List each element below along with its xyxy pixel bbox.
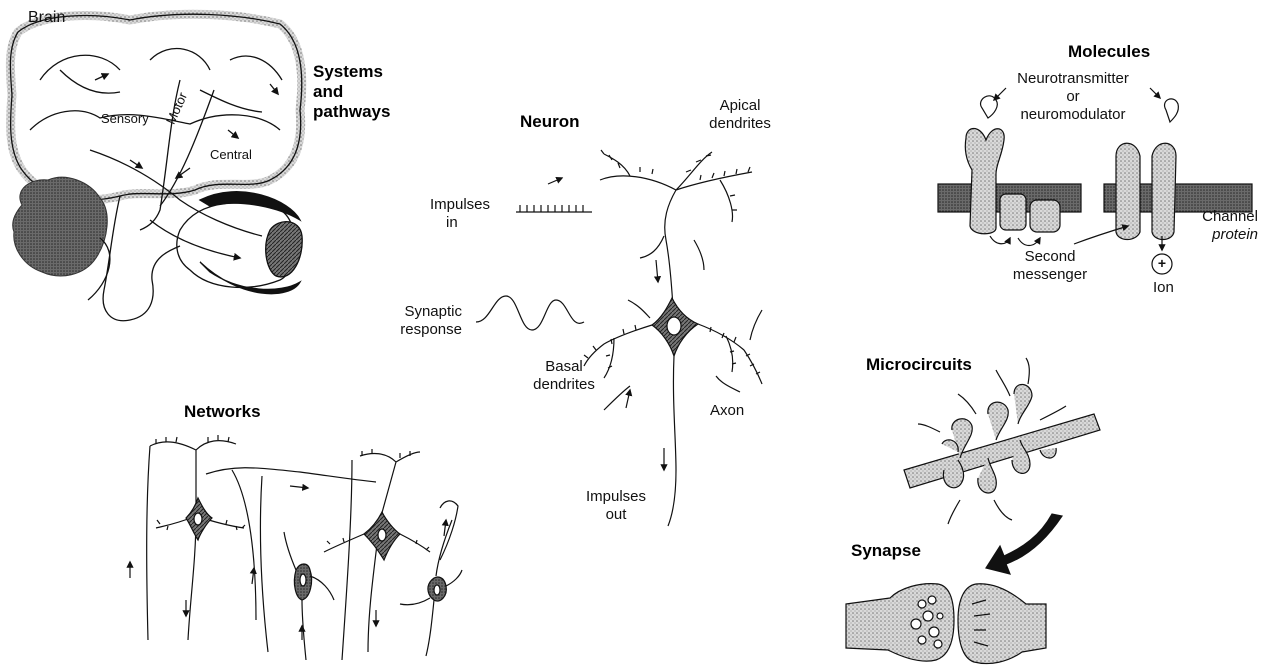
- channel-label-line1: Channel: [1180, 208, 1258, 225]
- messenger-label-line2: messenger: [1000, 266, 1100, 283]
- vesicle: [923, 611, 933, 621]
- synaptic-label-line1: Synaptic: [372, 303, 462, 320]
- ion-symbol: +: [1154, 255, 1170, 272]
- brainstem: [103, 196, 180, 321]
- presynaptic-terminal: [846, 584, 954, 661]
- channel-right: [1152, 143, 1176, 239]
- synapse-heading: Synapse: [851, 541, 921, 560]
- vesicle: [918, 636, 926, 644]
- neuron-figure: [476, 150, 762, 526]
- synapse-figure: [846, 584, 1046, 664]
- postsynaptic-terminal: [958, 584, 1046, 664]
- systems-heading-line2: and: [313, 82, 343, 101]
- network-figure: [130, 435, 462, 660]
- microcircuits-heading: Microcircuits: [866, 355, 972, 374]
- receptor: [965, 129, 1004, 234]
- systems-heading-line3: pathways: [313, 102, 390, 121]
- axon-label: Axon: [710, 402, 744, 419]
- vesicle: [928, 596, 936, 604]
- basal-label-line2: dendrites: [524, 376, 604, 393]
- vesicle: [911, 619, 921, 629]
- cerebellum: [13, 177, 108, 276]
- vesicle: [918, 600, 926, 608]
- transmitter-label-line1: Neurotransmitter: [1000, 70, 1146, 87]
- central-label: Central: [210, 146, 252, 163]
- microcircuit-figure: [904, 358, 1100, 574]
- ion-label: Ion: [1153, 279, 1174, 296]
- impulses-in-line2: in: [446, 214, 458, 231]
- channel-label-line2: protein: [1180, 226, 1258, 243]
- impulses-out-line2: out: [576, 506, 656, 523]
- messenger-label-line1: Second: [1000, 248, 1100, 265]
- channel-left: [1116, 143, 1140, 239]
- cerebrum-outline: [10, 14, 301, 200]
- basal-label-line1: Basal: [524, 358, 604, 375]
- g-protein-1: [1000, 194, 1026, 230]
- transmitter-label-line3: neuromodulator: [1000, 106, 1146, 123]
- molecules-heading: Molecules: [1068, 42, 1150, 61]
- synaptic-label-line2: response: [372, 321, 462, 338]
- impulses-out-line1: Impulses: [576, 488, 656, 505]
- impulses-in-line1: Impulses: [430, 196, 490, 213]
- transmitter-label-line2: or: [1000, 88, 1146, 105]
- systems-heading-line1: Systems: [313, 62, 383, 81]
- sensory-label: Sensory: [101, 110, 149, 127]
- brain-figure: [10, 14, 302, 320]
- brain-label: Brain: [28, 9, 65, 26]
- apical-label-line2: dendrites: [700, 115, 780, 132]
- axon: [668, 356, 676, 526]
- impulse-train: [516, 205, 592, 212]
- synaptic-wave: [476, 296, 584, 330]
- vesicle: [937, 613, 943, 619]
- g-protein-2: [1030, 200, 1060, 232]
- vesicle: [934, 640, 942, 648]
- iris: [266, 222, 302, 277]
- apical-label-line1: Apical: [700, 97, 780, 114]
- nucleus: [667, 317, 681, 335]
- curved-arrow: [986, 514, 1062, 574]
- transmitter-right: [1165, 99, 1179, 122]
- neuron-heading: Neuron: [520, 112, 580, 131]
- networks-heading: Networks: [184, 402, 261, 421]
- vesicle: [929, 627, 939, 637]
